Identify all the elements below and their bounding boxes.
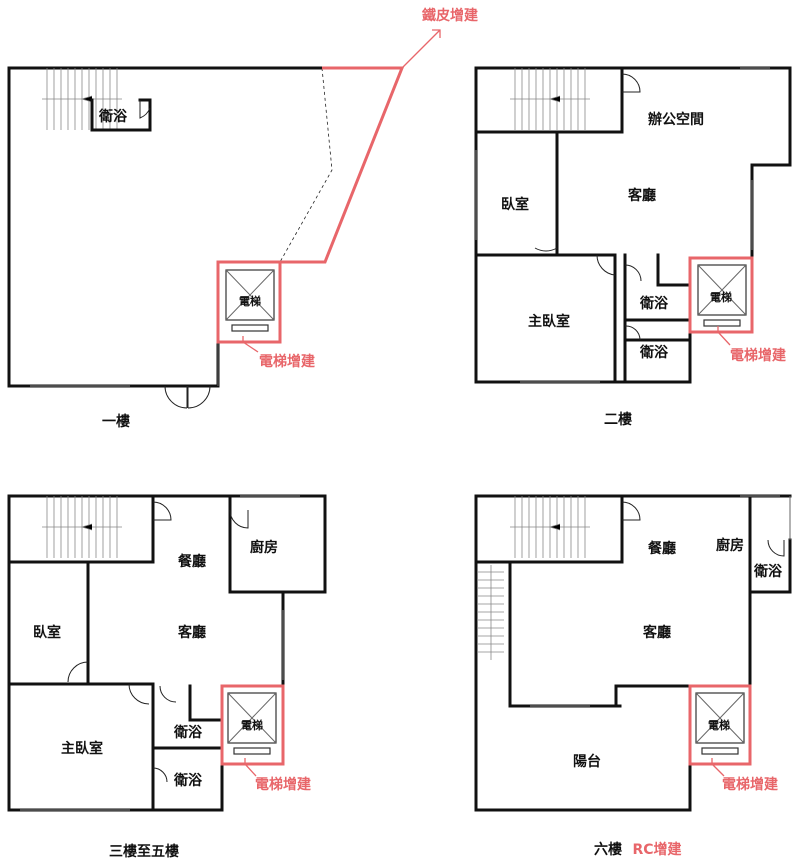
f2-floor-label: 二樓 [604,411,632,428]
floor-6-plan [474,494,792,812]
f2-bath1-label: 衛浴 [639,295,669,312]
f2-office-label: 辦公空間 [648,111,704,128]
f2-living-label: 客廳 [627,187,656,204]
floor-1-plan [7,29,441,409]
f2-elevator-extension-note: 電梯增建 [730,347,786,364]
f3-master-bedroom-label: 主臥室 [61,740,103,757]
f3-elevator-extension-note: 電梯增建 [255,776,311,793]
f6-elevator-extension-note: 電梯增建 [722,776,778,793]
f3-bath1-label: 衛浴 [173,724,203,741]
f1-bath-label: 衛浴 [98,108,128,125]
f6-kitchen-label: 廚房 [716,537,744,554]
f1-elevator-label: 電梯 [239,294,261,308]
f6-floor-label: 六樓 [594,841,622,858]
f6-dining-label: 餐廳 [647,540,676,557]
f3-elevator-label: 電梯 [241,718,263,732]
f2-bath2-label: 衛浴 [639,344,669,361]
f2-elevator-label: 電梯 [710,290,732,304]
floor-2-plan [474,66,792,384]
f6-elevator-label: 電梯 [708,718,730,732]
f6-rc-extension-note: RC增建 [632,841,681,858]
f2-master-bedroom-label: 主臥室 [528,313,570,330]
floor-3-5-plan [7,494,327,812]
f1-iron-extension-note: 鐵皮增建 [422,7,478,24]
f3-bath2-label: 衛浴 [173,772,203,789]
f3-bedroom-label: 臥室 [33,624,61,641]
f2-bedroom-label: 臥室 [501,196,529,213]
f3-kitchen-label: 廚房 [250,539,278,556]
f6-living-label: 客廳 [642,624,671,641]
f6-bath-label: 衛浴 [753,563,783,580]
f3-living-label: 客廳 [177,624,206,641]
f3-dining-label: 餐廳 [177,553,206,570]
f3-floor-label: 三樓至五樓 [109,843,179,860]
f1-floor-label: 一樓 [102,413,130,430]
f6-balcony-label: 陽台 [573,753,601,770]
f1-elevator-extension-note: 電梯增建 [259,353,315,370]
